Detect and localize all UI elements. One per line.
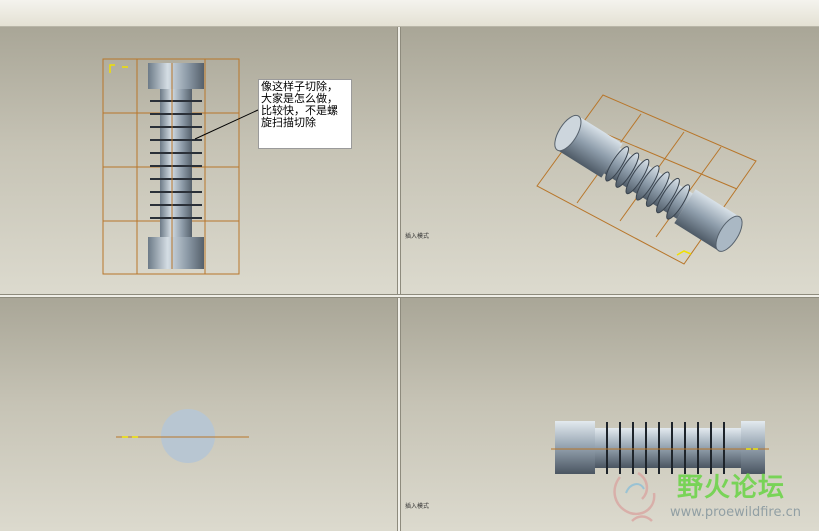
viewport-splitter-horizontal[interactable] — [0, 294, 819, 298]
annotation-line-1: 像这样子切除， — [261, 80, 338, 93]
annotation-line-3: 比较快，不是螺 — [261, 104, 338, 117]
viewport-mode-label: 插入模式 — [405, 233, 430, 240]
viewport-mode-label: 插入模式 — [405, 503, 430, 510]
watermark-url: www.proewildfire.cn — [670, 505, 801, 520]
watermark-logo-icon — [613, 471, 656, 522]
top-toolbar-strip — [0, 0, 819, 27]
isometric-view-canvas[interactable] — [401, 27, 819, 294]
annotation-line-2: 大家是怎么做， — [261, 92, 338, 105]
viewport-isometric[interactable]: 插入模式 — [401, 27, 819, 294]
viewport-right[interactable]: 插入模式 — [401, 298, 819, 531]
front-view-canvas[interactable] — [0, 27, 397, 294]
right-view-canvas[interactable] — [401, 298, 819, 531]
watermark-title: 野火论坛 — [677, 473, 786, 503]
csys-icon — [109, 64, 128, 73]
viewport-splitter-vertical[interactable] — [397, 27, 401, 531]
screw-part-isometric[interactable] — [550, 111, 748, 255]
viewport-top[interactable] — [0, 298, 397, 531]
screw-part-side[interactable] — [555, 421, 765, 474]
csys-icon — [676, 250, 692, 256]
screw-part-top[interactable] — [161, 409, 215, 463]
annotation-line-4: 旋扫描切除 — [261, 116, 316, 129]
top-view-canvas[interactable] — [0, 298, 397, 531]
screw-part-front[interactable] — [148, 63, 204, 269]
annotation-note: 像这样子切除， 大家是怎么做， 比较快，不是螺 旋扫描切除 — [258, 79, 352, 149]
viewport-front[interactable]: 像这样子切除， 大家是怎么做， 比较快，不是螺 旋扫描切除 — [0, 27, 397, 294]
datum-grid — [102, 58, 240, 275]
annotation-leader-line — [194, 109, 259, 140]
